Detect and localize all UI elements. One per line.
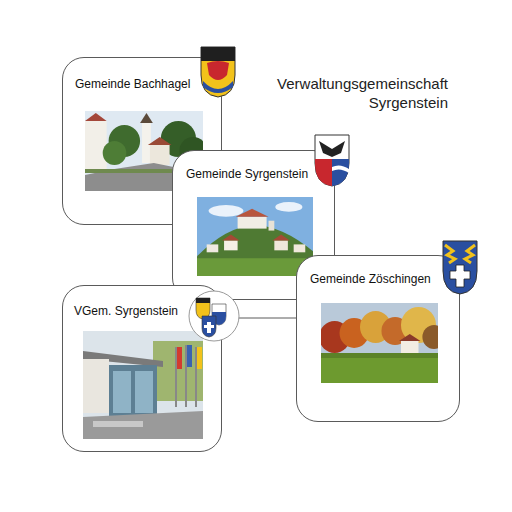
coat-of-arms (313, 133, 351, 188)
municipality-box: VGem. Syrgenstein (62, 285, 222, 452)
node-label: VGem. Syrgenstein (74, 304, 178, 318)
node-label: Gemeinde Bachhagel (75, 77, 190, 91)
diagram-title: Verwaltungsgemeinschaft Syrgenstein (252, 74, 448, 112)
municipality-box: Gemeinde Zöschingen (296, 255, 460, 422)
combined-coat-of-arms (188, 290, 240, 342)
node-label: Gemeinde Syrgenstein (186, 167, 308, 181)
node-label: Gemeinde Zöschingen (310, 272, 431, 286)
autumn-photo (321, 303, 438, 383)
coat-of-arms (199, 45, 237, 99)
townhall-photo (83, 331, 203, 439)
coat-of-arms (441, 239, 479, 296)
castle-photo (197, 197, 313, 276)
